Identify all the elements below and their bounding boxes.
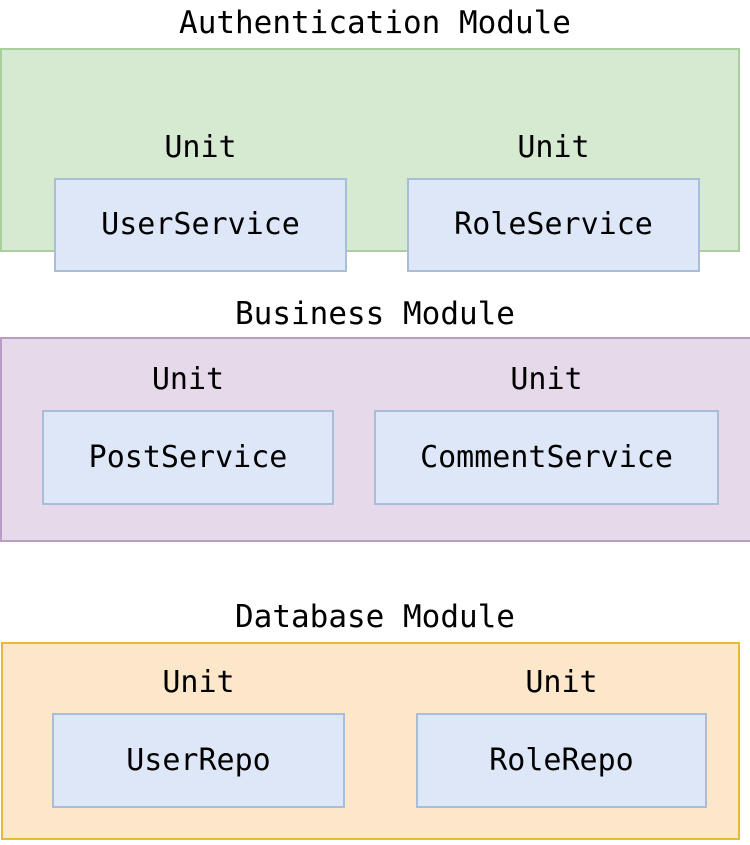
module-title-database: Database Module [235,599,515,635]
unit-label-commentservice: Unit [510,362,583,397]
unit-name-commentservice: CommentService [420,439,673,475]
unit-box-postservice[interactable]: PostService [42,410,334,505]
module-title-authentication: Authentication Module [179,5,571,41]
unit-rolerepo: Unit RoleRepo [416,665,707,808]
unit-name-postservice: PostService [88,439,288,475]
unit-name-rolerepo: RoleRepo [489,742,634,778]
module-title-business: Business Module [235,296,515,332]
unit-box-commentservice[interactable]: CommentService [374,410,719,505]
unit-label-postservice: Unit [151,362,225,397]
unit-name-roleservice: RoleService [454,207,653,242]
unit-box-userservice[interactable]: UserService [54,178,347,272]
unit-label-roleservice: Unit [517,130,590,165]
unit-commentservice: Unit CommentService [374,362,719,505]
unit-box-rolerepo[interactable]: RoleRepo [416,713,707,808]
unit-roleservice: Unit RoleService [407,130,700,272]
unit-label-userservice: Unit [164,130,237,165]
unit-name-userrepo: UserRepo [126,742,271,778]
unit-label-rolerepo: Unit [525,665,598,700]
module-container-authentication[interactable]: Unit UserService Unit RoleService [0,48,740,272]
unit-box-userrepo[interactable]: UserRepo [52,713,345,808]
unit-box-roleservice[interactable]: RoleService [407,178,700,272]
unit-label-userrepo: Unit [162,665,235,700]
unit-postservice: Unit PostService [42,362,334,505]
module-authentication: Authentication Module Unit UserService U… [0,0,740,272]
unit-name-userservice: UserService [101,207,300,242]
unit-userservice: Unit UserService [54,130,347,272]
unit-userrepo: Unit UserRepo [52,665,345,808]
